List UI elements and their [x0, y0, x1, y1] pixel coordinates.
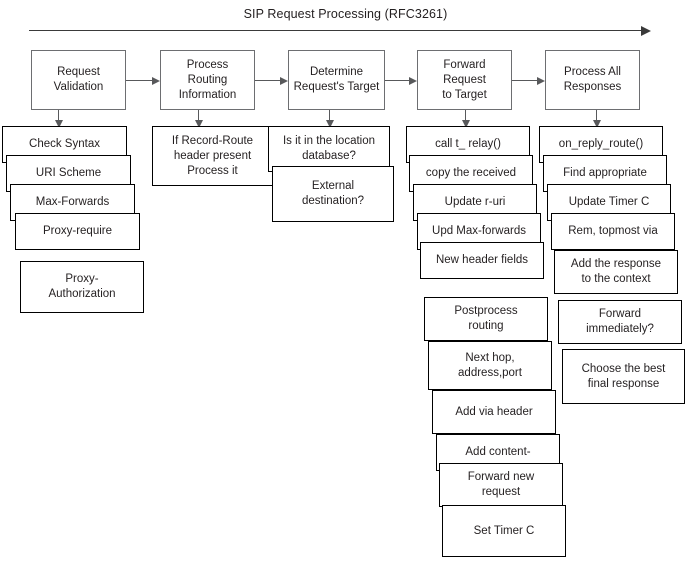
connector-line: [255, 80, 280, 82]
connector-stage3-stage4: [385, 76, 417, 85]
step-location-database[interactable]: Is it in the location database?: [268, 126, 390, 172]
connector-stage1-stage2: [126, 76, 160, 85]
stage-determine-target[interactable]: Determine Request's Target: [288, 50, 385, 110]
connector-stage3-column3: [325, 110, 334, 128]
step-postprocess-routing[interactable]: Postprocess routing: [424, 297, 548, 341]
diagram-title: SIP Request Processing (RFC3261): [243, 7, 448, 21]
connector-stage1-column1: [54, 110, 63, 128]
connector-line: [512, 80, 537, 82]
connector-arrowhead: [194, 120, 203, 128]
connector-arrowhead: [461, 120, 470, 128]
step-next-hop[interactable]: Next hop, address,port: [428, 341, 552, 390]
step-set-timer-c[interactable]: Set Timer C: [442, 505, 566, 557]
step-add-via-header[interactable]: Add via header: [432, 390, 556, 434]
connector-line: [385, 80, 409, 82]
stage-forward-request[interactable]: Forward Request to Target: [417, 50, 512, 110]
step-choose-best-response[interactable]: Choose the best final response: [562, 349, 685, 404]
connector-arrowhead: [280, 76, 288, 85]
step-proxy-authorization[interactable]: Proxy- Authorization: [20, 261, 144, 313]
connector-line: [329, 110, 331, 121]
connector-arrowhead: [592, 120, 601, 128]
step-external-destination[interactable]: External destination?: [272, 166, 394, 222]
connector-line: [58, 110, 60, 121]
connector-stage5-column5: [592, 110, 601, 128]
connector-arrowhead: [537, 76, 545, 85]
stage-process-responses[interactable]: Process All Responses: [545, 50, 640, 110]
connector-arrowhead: [54, 120, 63, 128]
connector-arrowhead: [325, 120, 334, 128]
step-record-route[interactable]: If Record-Route header present Process i…: [152, 126, 273, 186]
connector-arrowhead: [409, 76, 417, 85]
connector-stage4-stage5: [512, 76, 545, 85]
connector-arrowhead: [152, 76, 160, 85]
step-new-header-fields[interactable]: New header fields: [420, 242, 544, 279]
step-forward-new-request[interactable]: Forward new request: [439, 463, 563, 507]
progression-arrow-line: [29, 30, 643, 32]
step-proxy-require[interactable]: Proxy-require: [15, 213, 140, 250]
stage-process-routing[interactable]: Process Routing Information: [160, 50, 255, 110]
connector-line: [465, 110, 467, 121]
step-remove-topmost-via[interactable]: Rem, topmost via: [551, 213, 675, 250]
step-forward-immediately[interactable]: Forward immediately?: [558, 300, 682, 344]
stage-request-validation[interactable]: Request Validation: [31, 50, 126, 110]
step-add-response-context[interactable]: Add the response to the context: [554, 250, 678, 294]
progression-arrow: [29, 26, 651, 36]
connector-stage2-column2: [194, 110, 203, 128]
connector-stage2-stage3: [255, 76, 288, 85]
connector-stage4-column4: [461, 110, 470, 128]
connector-line: [596, 110, 598, 121]
progression-arrow-head: [641, 26, 651, 36]
connector-line: [126, 80, 152, 82]
connector-line: [198, 110, 200, 121]
